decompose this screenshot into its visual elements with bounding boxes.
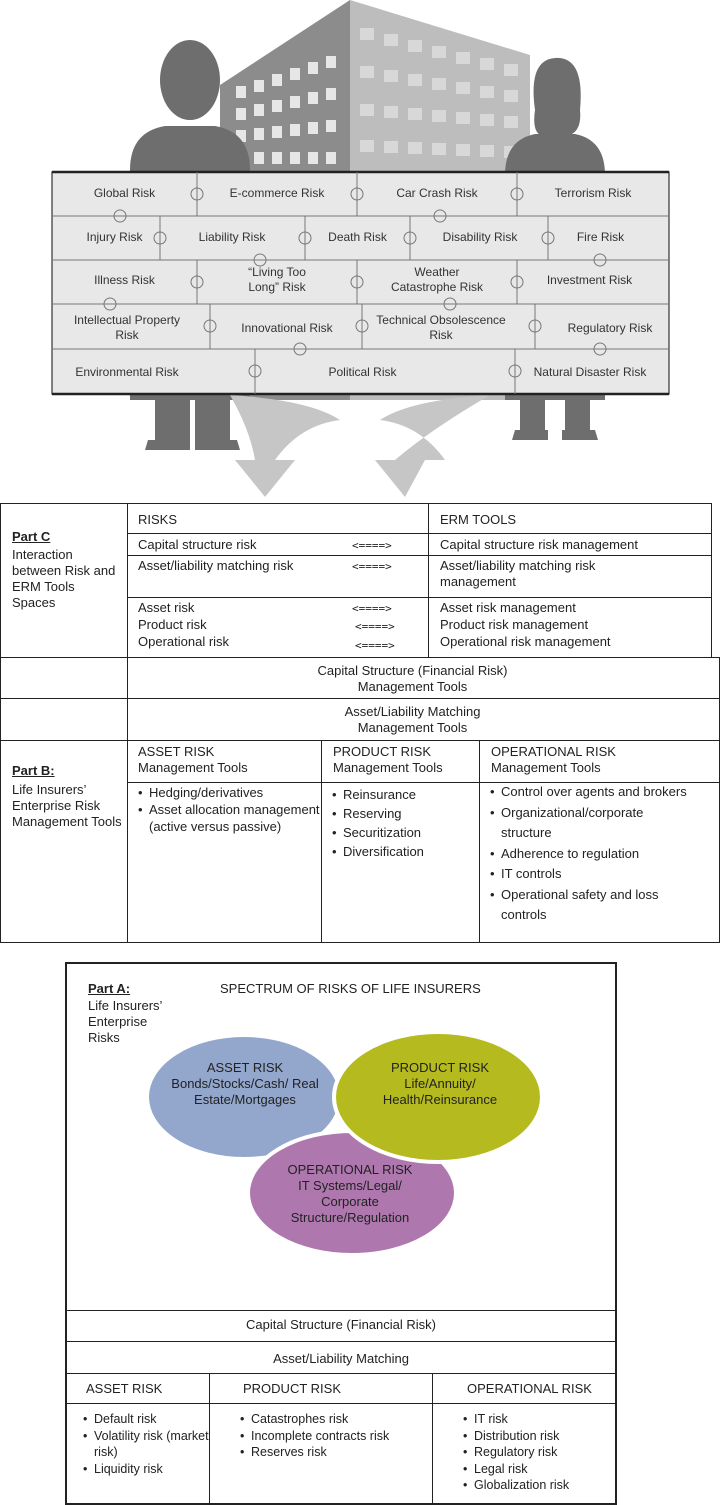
- puzzle-piece: Death Risk: [328, 230, 387, 244]
- product-tools-header: PRODUCT RISK Management Tools: [333, 744, 443, 775]
- part-b-label: Part B:: [12, 763, 55, 778]
- tool-item: Product risk management: [440, 617, 589, 632]
- asset-tools-header: ASSET RISK Management Tools: [138, 744, 248, 775]
- puzzle-piece: Regulatory Risk: [567, 321, 653, 335]
- list-item: Operational safety and loss controls: [490, 885, 691, 926]
- list-item: IT risk: [463, 1411, 624, 1428]
- part-c-label: Part C: [12, 529, 51, 544]
- list-item: Distribution risk: [463, 1428, 624, 1445]
- puzzle-piece: Car Crash Risk: [396, 186, 478, 200]
- puzzle-piece: Environmental Risk: [75, 365, 179, 379]
- asset-risk-list: Default risk Volatility risk (market ris…: [78, 1411, 214, 1477]
- part-a-frame: [65, 962, 617, 1505]
- product-risk-ellipse: [332, 1030, 544, 1164]
- puzzle-piece: Injury Risk: [86, 230, 143, 244]
- list-item: Asset allocation management (active vers…: [138, 801, 324, 835]
- alm-tools: Asset/Liability Matching Management Tool…: [344, 704, 481, 735]
- puzzle-piece: Technical Obsolescence Risk: [376, 313, 506, 342]
- puzzle-piece: E-commerce Risk: [229, 186, 325, 200]
- list-item: IT controls: [490, 864, 691, 885]
- capital-structure: Capital Structure (Financial Risk): [245, 1317, 436, 1332]
- asset-liability-matching: Asset/Liability Matching: [273, 1351, 409, 1366]
- double-arrow: <====>: [355, 620, 395, 633]
- puzzle-piece: Disability Risk: [442, 230, 518, 244]
- puzzle-piece: Investment Risk: [546, 273, 633, 287]
- product-tools-list: Reinsurance Reserving Securitization Div…: [327, 785, 488, 861]
- asset-tools-list: Hedging/derivatives Asset allocation man…: [133, 784, 324, 835]
- part-a-label: Part A:: [88, 981, 131, 996]
- risk-item: Product risk: [138, 617, 207, 632]
- risk-item: Asset/liability matching risk: [138, 558, 294, 573]
- asset-risk-body: Bonds/Stocks/Cash/ Real Estate/Mortgages: [171, 1076, 319, 1107]
- list-item: Globalization risk: [463, 1477, 624, 1494]
- double-arrow: <====>: [352, 539, 392, 552]
- list-item: Adherence to regulation: [490, 844, 691, 865]
- risk-illustration: [51, 0, 670, 497]
- operational-risk-body: IT Systems/Legal/ Corporate Structure/Re…: [290, 1178, 410, 1225]
- list-item: Regulatory risk: [463, 1444, 624, 1461]
- list-item: Organizational/corporate structure: [490, 803, 691, 844]
- product-risk-body: Life/Annuity/ Health/Reinsurance: [382, 1076, 498, 1107]
- asset-risk-title: ASSET RISK: [206, 1060, 284, 1075]
- venn-diagram: [145, 1030, 544, 1257]
- operational-risk-header: OPERATIONAL RISK: [467, 1381, 592, 1396]
- list-item: Diversification: [332, 842, 488, 861]
- puzzle-piece: Weather Catastrophe Risk: [390, 265, 484, 294]
- list-item: Volatility risk (market risk): [83, 1428, 214, 1461]
- puzzle-piece: Intellectual Property Risk: [73, 313, 181, 342]
- puzzle-piece: Global Risk: [93, 186, 156, 200]
- risks-header: RISKS: [138, 512, 178, 527]
- operational-risk-list: IT risk Distribution risk Regulatory ris…: [458, 1411, 624, 1494]
- puzzle-piece: Political Risk: [328, 365, 397, 379]
- list-item: Control over agents and brokers: [490, 782, 691, 803]
- double-arrow: <====>: [352, 602, 392, 615]
- erm-tools-header: ERM TOOLS: [440, 512, 517, 527]
- puzzle-piece: Terrorism Risk: [554, 186, 632, 200]
- product-risk-list: Catastrophes risk Incomplete contracts r…: [235, 1411, 411, 1461]
- risk-item: Asset risk: [138, 600, 195, 615]
- list-item: Legal risk: [463, 1461, 624, 1478]
- operational-risk-title: OPERATIONAL RISK: [287, 1162, 413, 1177]
- tool-item: Capital structure risk management: [440, 537, 638, 552]
- puzzle-piece: Innovational Risk: [241, 321, 333, 335]
- list-item: Catastrophes risk: [240, 1411, 411, 1428]
- list-item: Securitization: [332, 823, 488, 842]
- risk-item: Capital structure risk: [138, 537, 257, 552]
- list-item: Reserves risk: [240, 1444, 411, 1461]
- list-item: Default risk: [83, 1411, 214, 1428]
- list-item: Reserving: [332, 804, 488, 823]
- product-risk-header: PRODUCT RISK: [243, 1381, 341, 1396]
- operational-tools-header: OPERATIONAL RISK Management Tools: [491, 744, 616, 775]
- operational-tools-list: Control over agents and brokers Organiza…: [485, 782, 691, 926]
- product-risk-title: PRODUCT RISK: [391, 1060, 489, 1075]
- risk-item: Operational risk: [138, 634, 230, 649]
- puzzle-piece: “Living Too Long” Risk: [248, 265, 306, 294]
- list-item: Liquidity risk: [83, 1461, 214, 1478]
- puzzle-wall-icon: [51, 170, 670, 396]
- part-a-desc: Life Insurers’ Enterprise Risks: [88, 998, 162, 1045]
- list-item: Incomplete contracts risk: [240, 1428, 411, 1445]
- double-arrow: <====>: [352, 560, 392, 573]
- list-item: Hedging/derivatives: [138, 784, 324, 801]
- tool-item: Asset/liability matching risk management: [440, 558, 596, 589]
- list-item: Reinsurance: [332, 785, 488, 804]
- part-b-desc: Life Insurers’ Enterprise Risk Managemen…: [12, 782, 122, 829]
- puzzle-piece: Fire Risk: [576, 230, 625, 244]
- down-arrows-icon: [230, 395, 490, 497]
- asset-risk-header: ASSET RISK: [86, 1381, 163, 1396]
- spectrum-title: SPECTRUM OF RISKS OF LIFE INSURERS: [220, 981, 481, 996]
- capital-structure-tools: Capital Structure (Financial Risk) Manag…: [317, 663, 508, 694]
- double-arrow: <====>: [355, 639, 395, 652]
- tool-item: Asset risk management: [440, 600, 576, 615]
- puzzle-piece: Natural Disaster Risk: [533, 365, 647, 379]
- puzzle-piece: Illness Risk: [94, 273, 155, 287]
- puzzle-piece: Liability Risk: [198, 230, 266, 244]
- part-c-desc: Interaction between Risk and ERM Tools S…: [12, 547, 116, 610]
- tool-item: Operational risk management: [440, 634, 611, 649]
